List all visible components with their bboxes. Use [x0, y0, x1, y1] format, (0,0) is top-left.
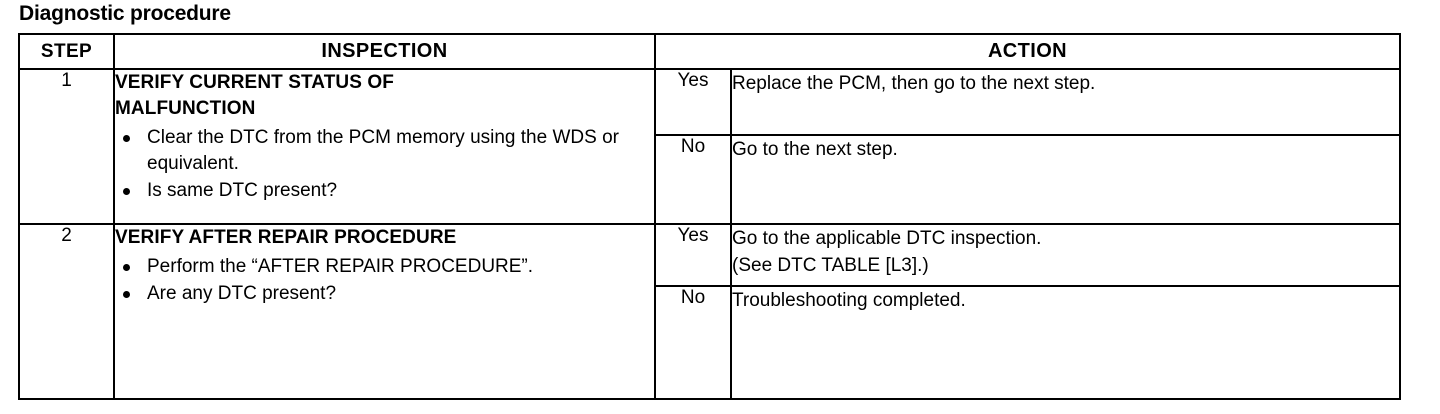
inspection-bullet-list: Perform the “AFTER REPAIR PROCEDURE”. Ar… [115, 254, 654, 307]
column-header-inspection: INSPECTION [113, 33, 656, 70]
inspection-title: VERIFY AFTER REPAIR PROCEDURE [115, 225, 654, 251]
action-line: Troubleshooting completed. [732, 290, 966, 311]
outcome-label-yes: Yes [654, 68, 732, 136]
inspection-cell: VERIFY AFTER REPAIR PROCEDURE Perform th… [113, 223, 656, 400]
bullet-icon [123, 264, 130, 271]
column-header-step: STEP [18, 33, 115, 70]
list-item-text: Perform the “AFTER REPAIR PROCEDURE”. [147, 256, 534, 277]
action-line: Go to the applicable DTC inspection. [732, 228, 1042, 249]
list-item: Are any DTC present? [115, 281, 654, 307]
inspection-title: VERIFY CURRENT STATUS OF MALFUNCTION [115, 70, 654, 122]
column-header-action: ACTION [654, 33, 1401, 70]
outcome-label-no: No [654, 134, 732, 225]
outcome-label-yes: Yes [654, 223, 732, 287]
bullet-icon [123, 135, 130, 142]
page-title: Diagnostic procedure [19, 2, 231, 25]
action-cell: Go to the next step. [730, 134, 1401, 225]
list-item: Perform the “AFTER REPAIR PROCEDURE”. [115, 254, 654, 280]
action-cell: Go to the applicable DTC inspection. (Se… [730, 223, 1401, 287]
step-number: 1 [18, 68, 115, 225]
inspection-title-line-1: VERIFY CURRENT STATUS OF [115, 72, 394, 93]
inspection-bullet-list: Clear the DTC from the PCM memory using … [115, 125, 654, 204]
list-item-text: Are any DTC present? [147, 283, 337, 304]
outcome-label-no: No [654, 285, 732, 400]
action-line: Go to the next step. [732, 139, 898, 160]
bullet-icon [123, 291, 130, 298]
table-header-row: STEP INSPECTION ACTION [18, 33, 1401, 70]
list-item: Clear the DTC from the PCM memory using … [115, 125, 654, 177]
diagnostic-procedure-table: STEP INSPECTION ACTION 1 VERIFY CURRENT … [18, 33, 1401, 400]
table-row: 1 VERIFY CURRENT STATUS OF MALFUNCTION C… [18, 68, 1401, 225]
action-line: Replace the PCM, then go to the next ste… [732, 73, 1096, 94]
list-item-text: Clear the DTC from the PCM memory using … [147, 127, 619, 174]
list-item-text: Is same DTC present? [147, 180, 338, 201]
action-cell: Replace the PCM, then go to the next ste… [730, 68, 1401, 136]
table-row: No Go to the next step. [19, 134, 1401, 225]
inspection-title-line-1: VERIFY AFTER REPAIR PROCEDURE [115, 227, 457, 248]
inspection-cell: VERIFY CURRENT STATUS OF MALFUNCTION Cle… [113, 68, 656, 225]
table-row: No Troubleshooting completed. [19, 285, 1401, 400]
bullet-icon [123, 188, 130, 195]
action-line: (See DTC TABLE [L3].) [732, 255, 929, 276]
inspection-title-line-2: MALFUNCTION [115, 98, 256, 119]
table-row: 2 VERIFY AFTER REPAIR PROCEDURE Perform … [18, 223, 1401, 400]
action-cell: Troubleshooting completed. [730, 285, 1401, 400]
list-item: Is same DTC present? [115, 178, 654, 204]
step-number: 2 [18, 223, 115, 400]
